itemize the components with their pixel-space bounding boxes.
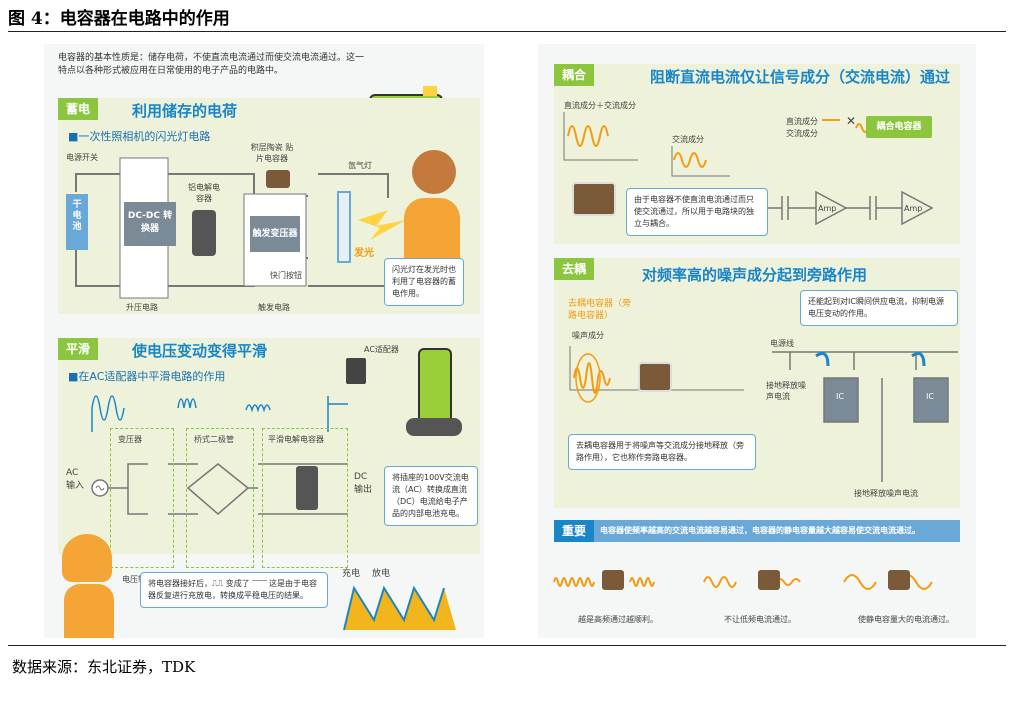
- freq-caption-2: 不让低频电流通过。: [724, 615, 796, 624]
- rectifier-stage: [186, 428, 254, 568]
- dc-ac-label: 直流成分＋交流成分: [564, 101, 636, 110]
- woman-character: [412, 150, 456, 194]
- decoupling-note-top: 还能起到对IC瞬间供应电流，抑制电源电压变动的作用。: [800, 290, 958, 326]
- freq-caption-3: 使静电容量大的电流通过。: [858, 615, 954, 624]
- amp1-label: Amp: [818, 204, 837, 213]
- power-switch-label: 电源开关: [66, 153, 98, 162]
- freq-caption-1: 越是高频通过越顺利。: [578, 615, 658, 624]
- smoothing-capacitor-icon: [296, 466, 318, 510]
- trigger-circuit-label: 触发电路: [258, 303, 290, 312]
- transformer-label: 变压器: [118, 435, 142, 444]
- legend-dc: 直流成分: [786, 117, 818, 126]
- intro-text: 电容器的基本性质是：储存电荷，不使直流电流通过而使交流电流通过。这一特点以各种形…: [58, 53, 365, 76]
- important-text: 电容器使频率越高的交流电流越容易通过，电容器的静电容量越大越容易使交流电流通过。: [600, 526, 920, 535]
- right-panel: 耦合 阻断直流电流仅让信号成分（交流电流）通过 直流成分＋交流成分 交流成分 直…: [538, 44, 976, 638]
- decoupling-capacitor-character: [638, 362, 672, 392]
- ic1-label: IC: [836, 392, 844, 401]
- ground-noise-label-2: 接地释放噪声电流: [854, 489, 918, 498]
- coupling-note: 由于电容器不使直流电流通过而只使交流通过，所以用于电路块的独立与耦合。: [626, 188, 768, 236]
- charger-base-icon: [406, 418, 462, 436]
- decoupling-tag: 去耦: [554, 258, 595, 280]
- coupling-capacitor-button: 耦合电容器: [866, 116, 932, 138]
- amp2-label: Amp: [904, 204, 923, 213]
- boy-body: [64, 584, 114, 638]
- decoupling-note-bottom: 去耦电容器用于将噪声等交流成分接地释放（旁路作用），它也称作旁路电容器。: [568, 434, 756, 470]
- trigger-label: 触发变压器: [252, 229, 298, 239]
- smooth-tag: 平滑: [58, 338, 99, 360]
- coupling-waveforms: [563, 112, 934, 226]
- charge-discharge-wave: [343, 585, 456, 631]
- adapter-plug-icon: [346, 358, 366, 384]
- decoupling-diagram: [569, 346, 958, 482]
- dcdc-converter: DC-DC 转换器: [124, 202, 176, 246]
- smooth-section: 平滑 使电压变动变得平滑 ■在AC适配器中平滑电路的作用 变压器 桥式二: [58, 338, 480, 584]
- smooth-heading: 使电压变动变得平滑: [132, 342, 268, 360]
- flash-label: 发光: [354, 248, 374, 259]
- dc-output-label: DC 输出: [354, 472, 373, 495]
- shutter-label: 快门按钮: [270, 271, 302, 280]
- freq-capacitor-2: [758, 570, 780, 590]
- adapter-waveforms: [91, 395, 348, 515]
- electrolytic-capacitor-icon: [192, 210, 216, 256]
- boy-character: [62, 534, 112, 582]
- mlcc-label: 积层陶瓷 贴片电容器: [250, 143, 294, 163]
- mlcc-chip-icon: [266, 170, 290, 188]
- decoupling-subheading: 去耦电容器（旁路电容器）: [568, 299, 632, 321]
- woman-body: [404, 198, 460, 258]
- ground-noise-label: 接地释放噪声电流: [766, 381, 806, 401]
- ic2-label: IC: [926, 392, 934, 401]
- important-banner: 重要 电容器使频率越高的交流电流越容易通过，电容器的静电容量越大越容易使交流电流…: [554, 520, 960, 542]
- important-tag: 重要: [554, 520, 595, 542]
- block-x-icon: ✕: [846, 114, 857, 128]
- smooth-subheading: ■在AC适配器中平滑电路的作用: [68, 370, 226, 383]
- adapter-label: AC适配器: [364, 345, 399, 354]
- capacitor-character: [572, 182, 616, 216]
- discharge-label: 放电: [372, 569, 391, 579]
- decoupling-heading: 对频率高的噪声成分起到旁路作用: [642, 266, 868, 284]
- phone-charger-icon: [418, 348, 452, 424]
- storage-subheading: ■一次性照相机的闪光灯电路: [68, 130, 211, 143]
- smoothing-cap-label: 平滑电解电容器: [268, 435, 324, 444]
- battery: 干电池: [66, 194, 88, 250]
- figure-title: 图 4：电容器在电路中的作用: [8, 9, 230, 29]
- figure-source: 数据来源：东北证券，TDK: [12, 658, 196, 676]
- title-rule: [8, 31, 1006, 32]
- bridge-label: 桥式二极管: [194, 435, 234, 444]
- stage1-label: 电压转换: [122, 575, 154, 584]
- storage-note: 闪光灯在发光时也利用了电容器的蓄电作用。: [384, 258, 464, 306]
- electrolytic-label: 铝电解电容器: [188, 183, 220, 203]
- ac-label: 交流成分: [672, 135, 704, 144]
- storage-section: 蓄电 利用储存的电荷 ■一次性照相机的闪光灯电路 电源开关 干电池 DC-DC …: [58, 98, 480, 314]
- trigger-transformer: 触发变压器: [250, 216, 300, 252]
- power-line-label: 电源线: [770, 339, 794, 348]
- legend-ac: 交流成分: [786, 129, 818, 138]
- coupling-section: 耦合 阻断直流电流仅让信号成分（交流电流）通过 直流成分＋交流成分 交流成分 直…: [554, 64, 960, 244]
- smooth-note: 将插座的100V交流电流（AC）转换成直流（DC）电流给电子产品的内部电池充电。: [384, 466, 478, 526]
- freq-capacitor-3: [888, 570, 910, 590]
- transformer-stage: [110, 428, 174, 568]
- coupling-tag: 耦合: [554, 64, 595, 86]
- coupling-heading: 阻断直流电流仅让信号成分（交流电流）通过: [650, 68, 951, 86]
- freq-capacitor-1: [602, 570, 624, 590]
- dcdc-label: DC-DC 转换器: [127, 211, 173, 234]
- left-panel: 电容器的基本性质是：储存电荷，不使直流电流通过而使交流电流通过。这一特点以各种形…: [44, 44, 484, 638]
- charge-label: 充电: [342, 569, 361, 579]
- battery-label: 干电池: [72, 200, 82, 232]
- boost-circuit-label: 升压电路: [126, 303, 158, 312]
- bottom-rule: [8, 645, 1006, 646]
- noise-label: 噪声成分: [572, 331, 604, 340]
- smoothing-stage: [262, 428, 348, 568]
- ac-input-label: AC 输入: [66, 468, 85, 491]
- storage-heading: 利用储存的电荷: [132, 102, 238, 120]
- decoupling-section: 去耦 对频率高的噪声成分起到旁路作用 去耦电容器（旁路电容器） 噪声成分 电源线…: [554, 258, 960, 508]
- xenon-label: 氙气灯: [348, 161, 372, 170]
- smooth-speech: 将电容器接好后，⎍⎍ 变成了 ⎺⎺ 这是由于电容器反复进行充放电，转换成平稳电压…: [140, 572, 328, 608]
- storage-tag: 蓄电: [58, 98, 99, 120]
